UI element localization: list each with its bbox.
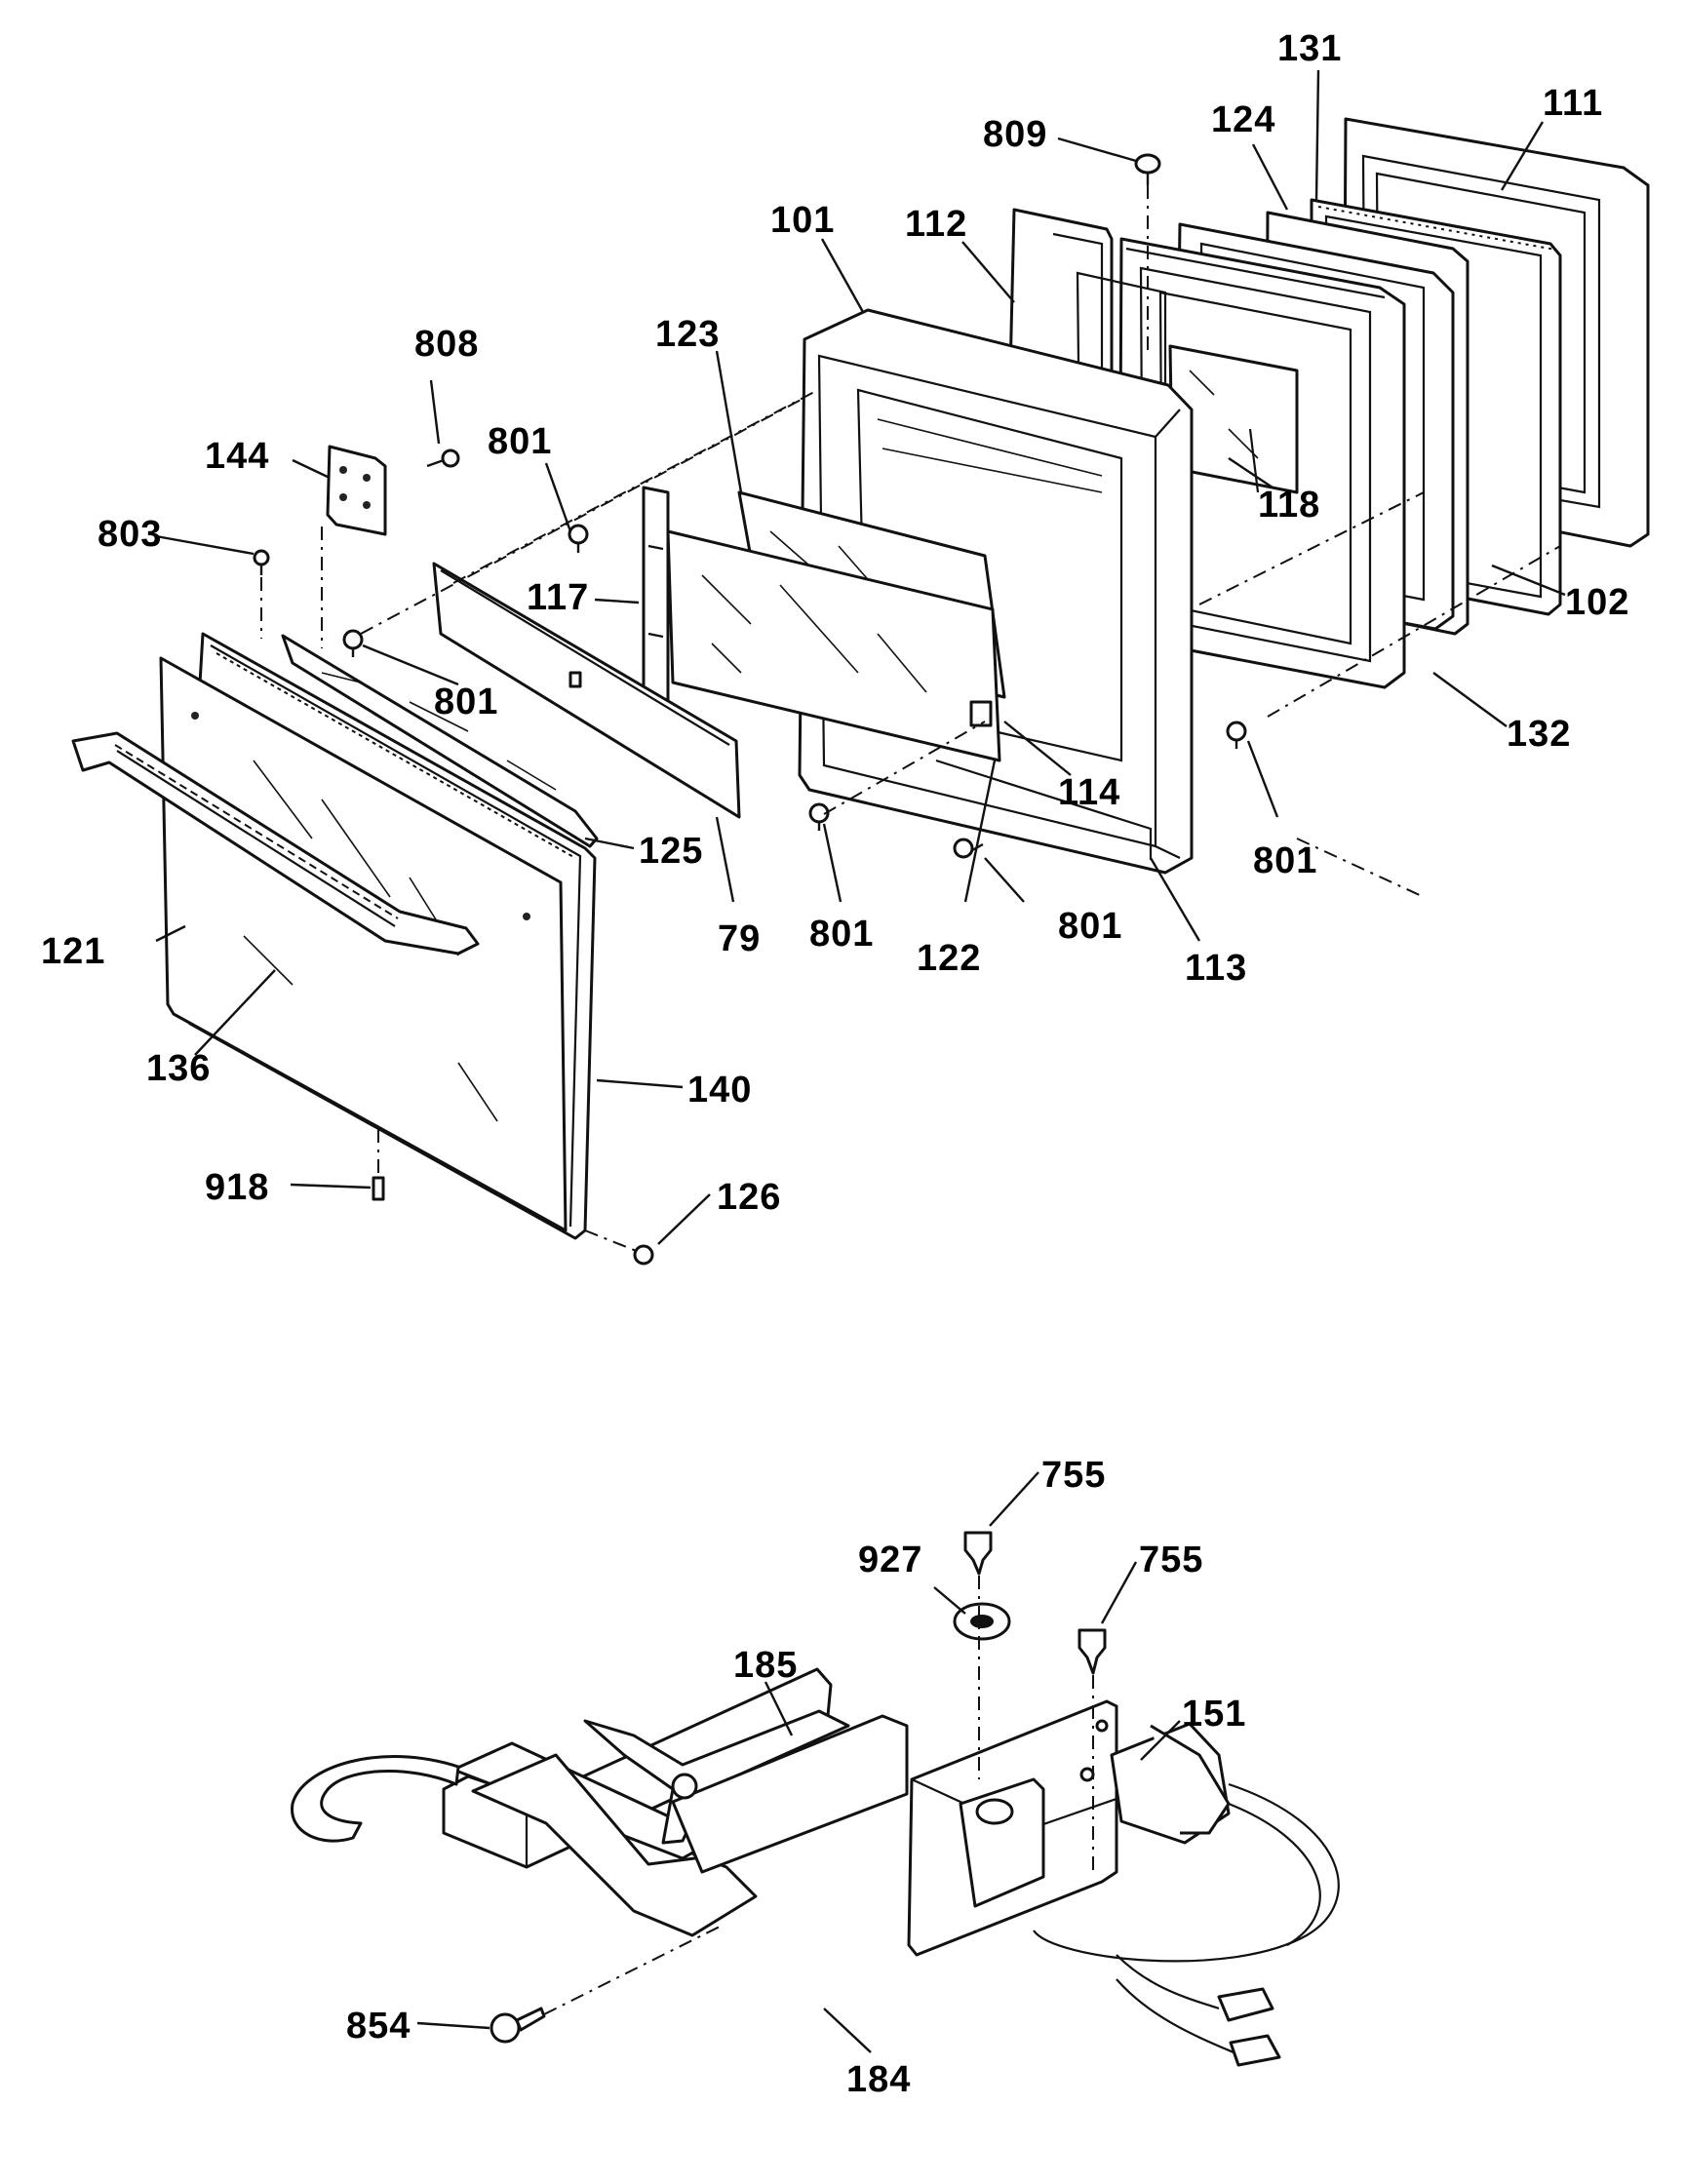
washer-927: [953, 1602, 1011, 1641]
inner-glass-122: [666, 529, 1001, 762]
callout-125: 125: [639, 831, 703, 872]
callout-124: 124: [1211, 99, 1275, 140]
glass-retainer-117: [642, 486, 670, 702]
callout-122: 122: [917, 938, 981, 979]
door-handle-136: [71, 731, 480, 956]
callout-117: 117: [527, 577, 589, 618]
callout-801-d: 801: [809, 914, 874, 955]
screw-801-c: [1226, 721, 1247, 749]
screw-809: [1134, 153, 1161, 185]
callout-927: 927: [858, 1540, 922, 1580]
callout-151: 151: [1182, 1694, 1246, 1735]
callout-labels: 131 111 124 809 101 112 123 808 144 801 …: [41, 28, 1629, 2100]
callout-144: 144: [205, 436, 269, 477]
callout-755-a: 755: [1041, 1455, 1106, 1496]
callout-118: 118: [1258, 485, 1320, 526]
callout-114: 114: [1058, 772, 1120, 813]
callout-113: 113: [1185, 948, 1247, 989]
callout-801-b: 801: [434, 682, 498, 722]
latch-switch-151: [907, 1699, 1231, 1957]
screw-854: [490, 2007, 546, 2044]
door-lower-trim-113: [935, 759, 1153, 860]
callout-801-a: 801: [488, 421, 552, 462]
callout-112: 112: [905, 204, 967, 245]
callout-755-b: 755: [1139, 1540, 1203, 1580]
outer-door-panel-121: [159, 656, 568, 1232]
screw-808: [426, 448, 460, 468]
callout-123: 123: [655, 314, 720, 355]
callout-854: 854: [346, 2006, 411, 2047]
latch-hook: [291, 1755, 460, 1843]
callout-131: 131: [1277, 28, 1342, 69]
hinge-plate-144: [326, 445, 387, 536]
callout-801-e: 801: [1058, 906, 1122, 947]
callout-808: 808: [414, 324, 479, 365]
callout-101: 101: [770, 200, 835, 241]
door-insulation-125: [281, 634, 599, 848]
bumper-126: [633, 1244, 654, 1266]
callout-136: 136: [146, 1048, 211, 1089]
callout-140: 140: [687, 1070, 752, 1111]
latch-arm-185: [471, 1709, 909, 1937]
callout-79: 79: [718, 918, 761, 959]
screw-801-b: [342, 629, 364, 657]
callout-126: 126: [717, 1177, 781, 1218]
heat-shield-79: [432, 562, 741, 819]
screw-801-d: [808, 802, 830, 831]
callout-121: 121: [41, 931, 105, 972]
callout-918: 918: [205, 1167, 269, 1208]
callout-184: 184: [846, 2059, 911, 2100]
screw-801-a: [568, 524, 589, 553]
callout-111: 111: [1543, 83, 1603, 124]
callout-102: 102: [1565, 582, 1629, 623]
callout-809: 809: [983, 114, 1047, 155]
callout-803: 803: [98, 514, 162, 555]
latch-wiring: [1033, 1782, 1340, 2067]
screw-918: [372, 1176, 385, 1201]
screw-755-a: [963, 1531, 993, 1576]
callout-132: 132: [1507, 714, 1571, 755]
leader-lines: [155, 69, 1566, 2053]
callout-801-c: 801: [1253, 840, 1317, 881]
latch-alignment-lines: [543, 1576, 1094, 2015]
callout-185: 185: [733, 1645, 798, 1686]
screw-803: [253, 549, 270, 575]
screw-755-b: [1078, 1628, 1107, 1675]
